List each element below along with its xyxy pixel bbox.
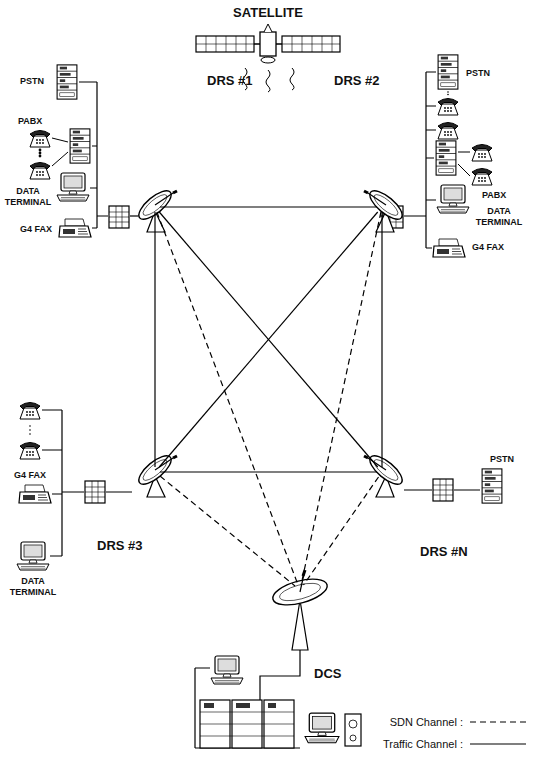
traffic-channel-line	[154, 212, 155, 467]
equipment-label: G4 FAX	[20, 224, 52, 235]
station-1-equipment	[39, 82, 138, 228]
dcs-equipment	[195, 570, 361, 748]
traffic-channel-line	[160, 471, 377, 472]
traffic-channel-line	[381, 212, 382, 467]
reference-station-node: DRS #3	[150, 467, 160, 477]
station-name: DRS #1	[207, 73, 253, 88]
station-name: DCS	[314, 666, 341, 681]
sdn-channel-line	[160, 476, 295, 586]
sdn-channel-line	[303, 477, 378, 585]
legend-line-sample	[470, 721, 526, 722]
equipment-label: G4 FAX	[14, 470, 46, 481]
station-3-equipment	[42, 410, 132, 556]
legend-line-sample	[470, 743, 526, 744]
station-2-equipment	[380, 72, 470, 248]
sdn-channel-line	[301, 212, 381, 585]
equipment-label: PABX	[18, 116, 42, 127]
equipment-label: DATA TERMINAL	[472, 206, 526, 228]
equipment-label: G4 FAX	[472, 242, 504, 253]
phone-dots	[447, 91, 449, 95]
station-name: DRS #3	[97, 538, 143, 553]
sdn-channel-line	[157, 212, 298, 585]
equipment-label: PSTN	[490, 454, 514, 465]
equipment-label: PSTN	[20, 76, 44, 87]
control-station-node: DCS	[295, 585, 305, 595]
equipment-label: DATA TERMINAL	[6, 576, 60, 598]
phone-dots	[29, 425, 31, 435]
equipment-label: DATA TERMINAL	[2, 186, 54, 208]
equipment-label: PABX	[482, 190, 506, 201]
traffic-channel-line	[159, 212, 377, 467]
station-name: DRS #N	[420, 544, 468, 559]
legend-text: SDN Channel :	[390, 716, 463, 729]
legend-text: Traffic Channel :	[383, 738, 463, 751]
traffic-channel-line	[160, 206, 377, 207]
satellite-icon	[196, 24, 340, 92]
station-name: DRS #2	[334, 73, 380, 88]
reference-station-node: DRS #2	[377, 202, 387, 212]
traffic-channel-line	[159, 212, 377, 467]
equipment-label: PSTN	[466, 68, 490, 79]
satellite-label: SATELLITE	[218, 5, 318, 20]
reference-station-node: DRS #N	[377, 467, 387, 477]
reference-station-node: DRS #1	[150, 202, 160, 212]
